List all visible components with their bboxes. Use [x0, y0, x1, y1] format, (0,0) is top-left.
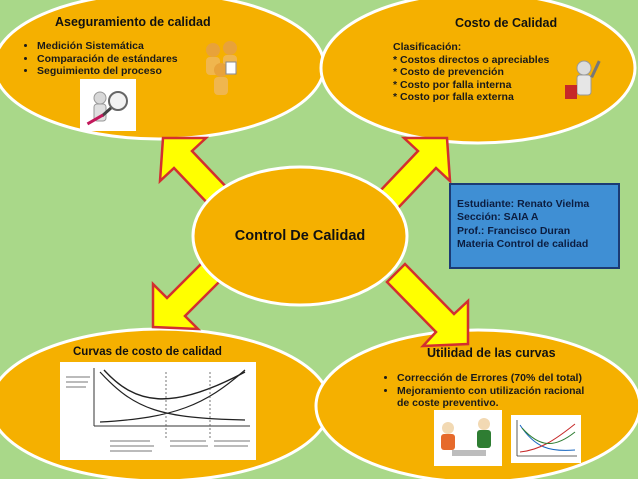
student-info-box: Estudiante: Renato Vielma Sección: SAIA … — [449, 183, 620, 269]
utilidad-item: Corrección de Errores (70% del total) — [397, 372, 602, 385]
toolbox-figure-icon — [565, 60, 601, 99]
costo-line: * Costo de prevención — [393, 66, 504, 79]
costo-line: Clasificación: — [393, 41, 462, 53]
student-info-line: Materia Control de calidad — [457, 238, 589, 251]
aseguramiento-item: Comparación de estándares — [37, 53, 178, 66]
aseguramiento-item: Seguimiento del proceso — [37, 65, 178, 78]
cost-curve-chart-image — [60, 362, 256, 460]
workers-group-icon — [206, 41, 237, 95]
costo-lines: Clasificación: * Costos directos o aprec… — [393, 41, 549, 104]
costo-line: * Costo por falla interna — [393, 78, 512, 91]
costo-line: * Costo por falla externa — [393, 91, 514, 104]
arrow-to-utilidad — [385, 262, 470, 348]
aseguramiento-list: Medición Sistemática Comparación de está… — [22, 40, 178, 78]
utilidad-title: Utilidad de las curvas — [427, 346, 556, 360]
student-info-line: Prof.: Francisco Duran — [457, 224, 571, 237]
utilidad-list: Corrección de Errores (70% del total) Me… — [382, 372, 602, 410]
ellipse-costo — [319, 0, 637, 145]
curves-mini-chart-image — [511, 415, 581, 463]
costo-line: * Costos directos o apreciables — [393, 53, 550, 66]
utilidad-item: Mejoramiento con utilización racional de… — [397, 385, 597, 410]
magnifier-figure-icon — [80, 79, 136, 131]
aseguramiento-title: Aseguramiento de calidad — [55, 15, 211, 29]
ellipse-center — [191, 165, 409, 307]
student-info-line: Sección: SAIA A — [457, 211, 539, 224]
curvas-title: Curvas de costo de calidad — [73, 346, 222, 358]
costo-title: Costo de Calidad — [455, 16, 558, 30]
accountants-figure-icon — [434, 410, 502, 466]
student-info-line: Estudiante: Renato Vielma — [457, 198, 590, 210]
center-title: Control De Calidad — [234, 228, 366, 244]
aseguramiento-item: Medición Sistemática — [37, 40, 178, 53]
